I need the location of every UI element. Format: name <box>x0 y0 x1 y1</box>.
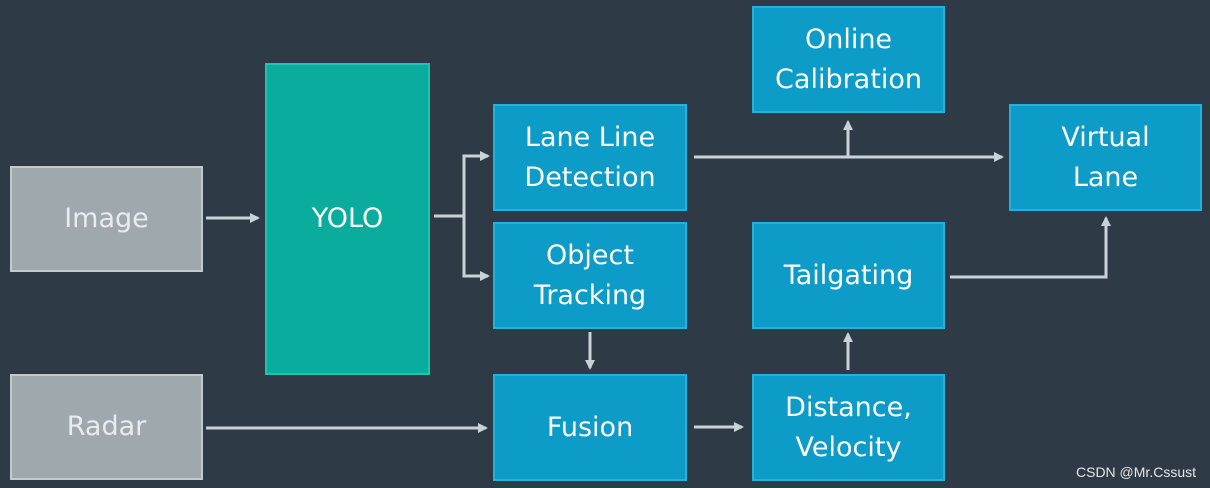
virtual-lane-node: Virtual Lane <box>1009 104 1202 211</box>
distance-velocity-node: Distance, Velocity <box>752 374 945 481</box>
object-tracking-node: Object Tracking <box>493 222 687 329</box>
image-node: Image <box>10 166 203 272</box>
fusion-node: Fusion <box>493 374 687 481</box>
arrow-tailgating-to-virtual-lane <box>950 216 1111 279</box>
online-calibration-node: Online Calibration <box>752 6 945 113</box>
arrow-yolo-to-object-tracking <box>462 216 490 281</box>
arrow-yolo-to-lane-line-detection <box>462 151 490 216</box>
yolo-node: YOLO <box>265 63 430 375</box>
lane-line-detection-node: Lane Line Detection <box>493 104 687 211</box>
radar-node: Radar <box>10 374 203 480</box>
tailgating-node: Tailgating <box>752 222 945 329</box>
watermark: CSDN @Mr.Cssust <box>1076 464 1196 480</box>
